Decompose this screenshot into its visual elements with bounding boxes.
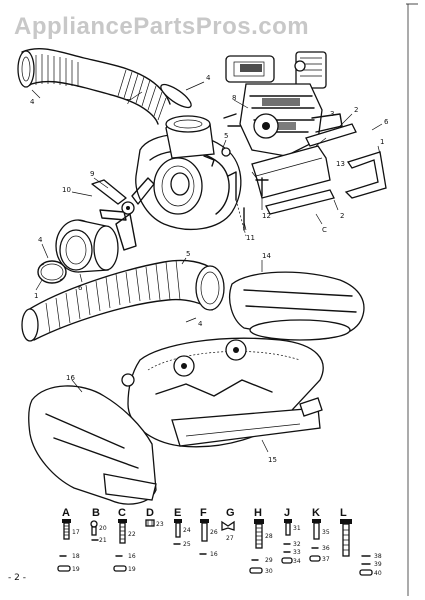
mounting-brackets xyxy=(227,123,387,237)
hardware-number: 29 xyxy=(265,557,273,564)
hardware-number: 38 xyxy=(374,553,382,560)
hardware-legend: A 17 18 19 B 20 21 C 22 16 xyxy=(57,507,382,577)
callout: 11 xyxy=(246,234,255,242)
callout: 4 xyxy=(30,98,35,106)
hardware-letter: B xyxy=(92,507,100,519)
hardware-number: 30 xyxy=(265,568,273,575)
hardware-letter: K xyxy=(312,507,320,519)
hardware-item-l: L 38 39 40 xyxy=(340,507,382,577)
hardware-letter: A xyxy=(62,507,70,519)
hardware-item-f: F 26 16 xyxy=(199,507,218,558)
hardware-number: 16 xyxy=(210,551,218,558)
blower-housing xyxy=(135,115,242,230)
hardware-letter: J xyxy=(284,507,290,519)
impeller-fan xyxy=(91,177,155,251)
mower-deck xyxy=(121,337,324,448)
hardware-number: 18 xyxy=(72,553,80,560)
leader-lines xyxy=(31,81,383,453)
engine-assembly xyxy=(223,51,343,157)
callout: 6 xyxy=(78,284,83,292)
hardware-number: 28 xyxy=(265,533,273,540)
hardware-number: 39 xyxy=(374,561,382,568)
callout: C xyxy=(322,226,327,234)
hardware-item-j: J 31 32 33 34 xyxy=(281,507,301,565)
callout: 6 xyxy=(384,118,389,126)
hardware-number: 34 xyxy=(293,558,301,565)
hardware-number: 25 xyxy=(183,541,191,548)
hardware-number: 26 xyxy=(210,529,218,536)
callout: 1 xyxy=(34,292,38,300)
hardware-number: 17 xyxy=(72,529,80,536)
callout: 3 xyxy=(330,110,334,118)
hardware-item-a: A 17 18 19 xyxy=(57,507,80,573)
hardware-letter: D xyxy=(146,507,154,519)
hardware-number: 19 xyxy=(72,566,80,573)
hardware-letter: C xyxy=(118,507,126,519)
frame-edge xyxy=(406,3,418,596)
callout: 12 xyxy=(262,212,271,220)
hardware-number: 20 xyxy=(99,525,107,532)
hardware-number: 37 xyxy=(322,556,330,563)
hardware-item-g: G 27 xyxy=(221,507,235,542)
callout: 1 xyxy=(380,138,384,146)
hardware-letter: E xyxy=(174,507,181,519)
page-number: - 2 - xyxy=(8,573,26,583)
hardware-item-k: K 35 36 37 xyxy=(309,507,330,563)
callout: 5 xyxy=(186,250,190,258)
callout: 2 xyxy=(340,212,344,220)
hardware-number: 21 xyxy=(99,537,107,544)
hardware-item-c: C 22 16 19 xyxy=(113,507,136,573)
callout: 7 xyxy=(126,98,130,106)
callout: 5 xyxy=(224,132,228,140)
hardware-letter: L xyxy=(340,507,347,519)
hardware-letter: H xyxy=(254,507,262,519)
hardware-number: 31 xyxy=(293,525,301,532)
hardware-number: 33 xyxy=(293,549,301,556)
hardware-number: 23 xyxy=(156,521,164,528)
discharge-chute-right xyxy=(229,271,365,341)
hardware-number: 27 xyxy=(226,535,234,542)
hardware-number: 36 xyxy=(322,545,330,552)
hardware-number: 35 xyxy=(322,529,330,536)
callout: 8 xyxy=(232,94,236,102)
lower-flex-hose xyxy=(21,259,225,342)
hardware-number: 40 xyxy=(374,570,382,577)
hardware-number: 22 xyxy=(128,531,136,538)
hardware-item-d: D 23 xyxy=(145,507,164,528)
watermark: AppliancePartsPros.com xyxy=(14,13,309,40)
hardware-letter: G xyxy=(226,507,235,519)
hardware-item-e: E 24 25 xyxy=(173,507,191,548)
callout: 4 xyxy=(38,236,43,244)
discharge-chute-left xyxy=(28,385,157,505)
callout: 10 xyxy=(62,186,71,194)
callout: 4 xyxy=(206,74,211,82)
hardware-letter: F xyxy=(200,507,207,519)
callout: 13 xyxy=(336,160,345,168)
callout: 2 xyxy=(354,106,358,114)
hardware-number: 32 xyxy=(293,541,301,548)
hardware-number: 24 xyxy=(183,527,191,534)
hardware-number: 19 xyxy=(128,566,136,573)
hardware-item-b: B 20 21 xyxy=(90,507,107,544)
hose-clamp xyxy=(37,260,67,284)
callout: 9 xyxy=(90,170,94,178)
inlet-adapter xyxy=(55,219,119,273)
upper-flex-hose xyxy=(17,47,192,125)
callout-numbers: 4 7 4 8 5 3 2 6 1 13 12 11 C 2 10 9 4 6 … xyxy=(30,74,389,464)
hardware-item-h: H 28 29 30 xyxy=(249,507,273,575)
callout: 14 xyxy=(262,252,271,260)
callout: 15 xyxy=(268,456,277,464)
callout: 16 xyxy=(66,374,75,382)
callout: 4 xyxy=(198,320,203,328)
hardware-number: 16 xyxy=(128,553,136,560)
